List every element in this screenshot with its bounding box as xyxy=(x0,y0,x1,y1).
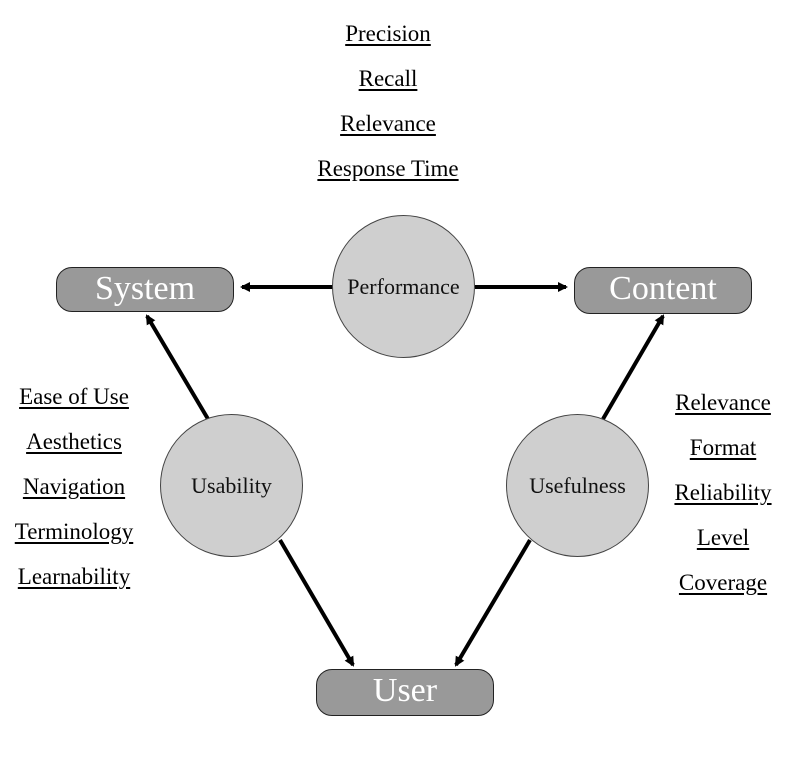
usability-attr-navigation: Navigation xyxy=(22,474,126,499)
usability-attr-learnability: Learnability xyxy=(17,564,131,589)
usability-attr-aesthetics: Aesthetics xyxy=(26,429,122,454)
usefulness-attr-reliability: Reliability xyxy=(674,480,772,505)
performance-attr-recall: Recall xyxy=(358,66,418,91)
arrow-usefulness-to-user xyxy=(454,538,532,667)
entity-user: User xyxy=(316,669,494,716)
arrow-usefulness-to-content xyxy=(601,314,665,421)
dimension-performance-label: Performance xyxy=(347,273,460,299)
usability-attr-terminology: Terminology xyxy=(14,519,134,544)
dimension-usability-label: Usability xyxy=(191,472,272,498)
usefulness-attr-relevance: Relevance xyxy=(675,390,771,415)
dimension-usefulness: Usefulness xyxy=(506,414,649,557)
usefulness-attr-level: Level xyxy=(696,525,750,550)
dimension-usability: Usability xyxy=(160,414,303,557)
entity-content: Content xyxy=(574,267,752,314)
usefulness-attr-format: Format xyxy=(689,435,757,460)
performance-attr-relevance: Relevance xyxy=(340,111,436,136)
dimension-performance: Performance xyxy=(332,215,475,358)
arrow-usability-to-system xyxy=(145,314,210,421)
arrow-usability-to-user xyxy=(278,538,355,667)
performance-attr-precision: Precision xyxy=(345,21,431,46)
performance-attr-response-time: Response Time xyxy=(317,156,459,181)
dimension-usefulness-label: Usefulness xyxy=(529,472,626,498)
entity-system: System xyxy=(56,267,234,312)
usefulness-attr-coverage: Coverage xyxy=(678,570,768,595)
usability-attr-ease-of-use: Ease of Use xyxy=(19,384,129,409)
